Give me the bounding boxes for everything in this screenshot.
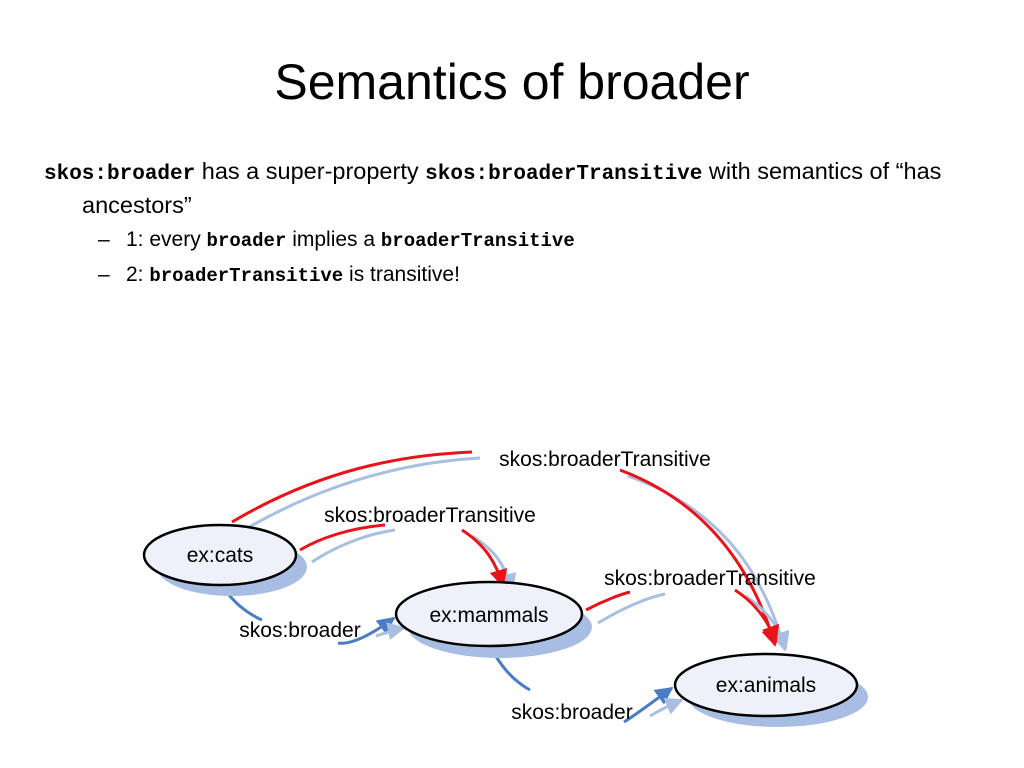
bullet-list: skos:broader has a super-property skos:b… <box>44 156 984 293</box>
edge-label-cats-mammals-broader: skos:broader <box>239 619 360 642</box>
sub-bullet-code: broaderTransitive <box>380 230 575 252</box>
term-skos-broader-transitive: skos:broaderTransitive <box>425 163 703 186</box>
node-label: ex:animals <box>716 674 816 697</box>
main-bullet: skos:broader has a super-property skos:b… <box>44 156 984 221</box>
node-mammals: ex:mammals <box>394 580 592 658</box>
node-label: ex:mammals <box>429 604 548 627</box>
node-animals: ex:animals <box>673 652 868 727</box>
sub-bullet-1: –1: every broader implies a broaderTrans… <box>44 223 984 258</box>
sub-bullet-code: broaderTransitive <box>149 265 344 287</box>
edge-label-cats-mammals: skos:broaderTransitive <box>324 504 536 527</box>
edge-label-mammals-animals-broader: skos:broader <box>511 701 632 724</box>
edge-cats-animals-transitive <box>231 450 790 652</box>
node-label: ex:cats <box>187 544 254 567</box>
node-cats: ex:cats <box>142 523 307 596</box>
edge-mammals-animals-transitive <box>585 588 790 650</box>
edge-label-cats-animals: skos:broaderTransitive <box>499 448 711 471</box>
sub-bullet-text: 1: every <box>126 228 207 251</box>
bullet-text-1: has a super-property <box>195 158 426 184</box>
edge-cats-mammals-transitive <box>299 523 517 592</box>
sub-bullet-text: implies a <box>286 228 381 251</box>
sub-bullet-text: is transitive! <box>343 263 460 286</box>
sub-bullet-2: –2: broaderTransitive is transitive! <box>44 258 984 293</box>
term-skos-broader: skos:broader <box>44 163 196 186</box>
slide-title: Semantics of broader <box>274 54 750 110</box>
sub-bullet-dash: – <box>98 228 110 251</box>
sub-bullet-text: 2: <box>126 263 150 286</box>
edge-label-mammals-animals: skos:broaderTransitive <box>604 567 816 590</box>
sub-bullet-dash: – <box>98 263 110 286</box>
bullet-text-2: with semantics of “has ancestors” <box>82 158 942 218</box>
sub-bullet-code: broader <box>206 230 287 252</box>
